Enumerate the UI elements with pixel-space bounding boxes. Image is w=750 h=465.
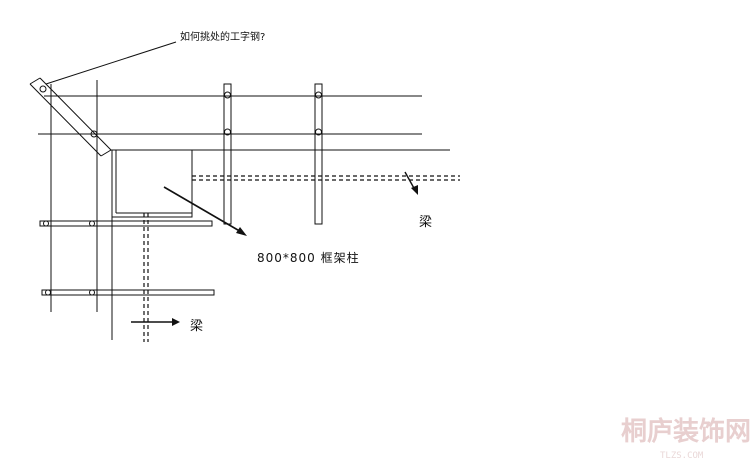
column-label: 800*800 框架柱 [257,250,360,265]
frame-column [111,149,193,218]
question-label: 如何挑处的工字钢? [180,30,265,43]
scaffold-board-1 [39,220,213,227]
arrow-to-bottom-beam [131,318,180,326]
cantilever-i-beam [29,77,112,157]
arrow-to-column-label [163,186,247,236]
watermark-url: TLZS.COM [660,451,704,461]
beam-label-right: 梁 [419,215,432,230]
upright-bar-2 [314,83,323,225]
scaffold-board-2 [41,289,215,296]
arrow-to-right-beam [404,171,418,195]
leader-line-question [45,41,177,85]
upright-bar-1 [223,83,232,225]
beam-label-bottom: 梁 [190,319,203,334]
watermark-brand: 桐庐装饰网 [621,416,750,447]
